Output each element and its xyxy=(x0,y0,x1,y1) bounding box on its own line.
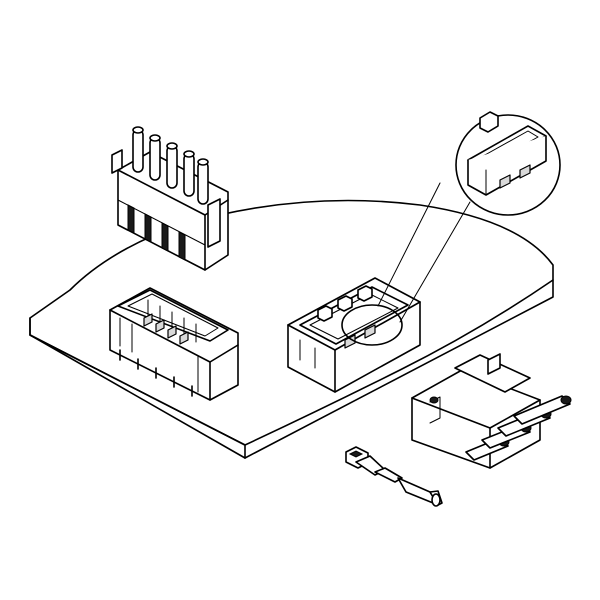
plug-wires xyxy=(465,395,572,461)
detail-magnifier-callout xyxy=(455,111,561,216)
right-angle-header xyxy=(287,277,421,393)
vertical-pin-header xyxy=(109,287,239,401)
crimp-terminal xyxy=(345,446,443,507)
callout-leaders xyxy=(377,182,471,323)
receptacle-pins xyxy=(132,126,209,205)
plug-housing-with-wires xyxy=(411,353,572,469)
receptacle-housing-with-pins xyxy=(111,126,229,271)
